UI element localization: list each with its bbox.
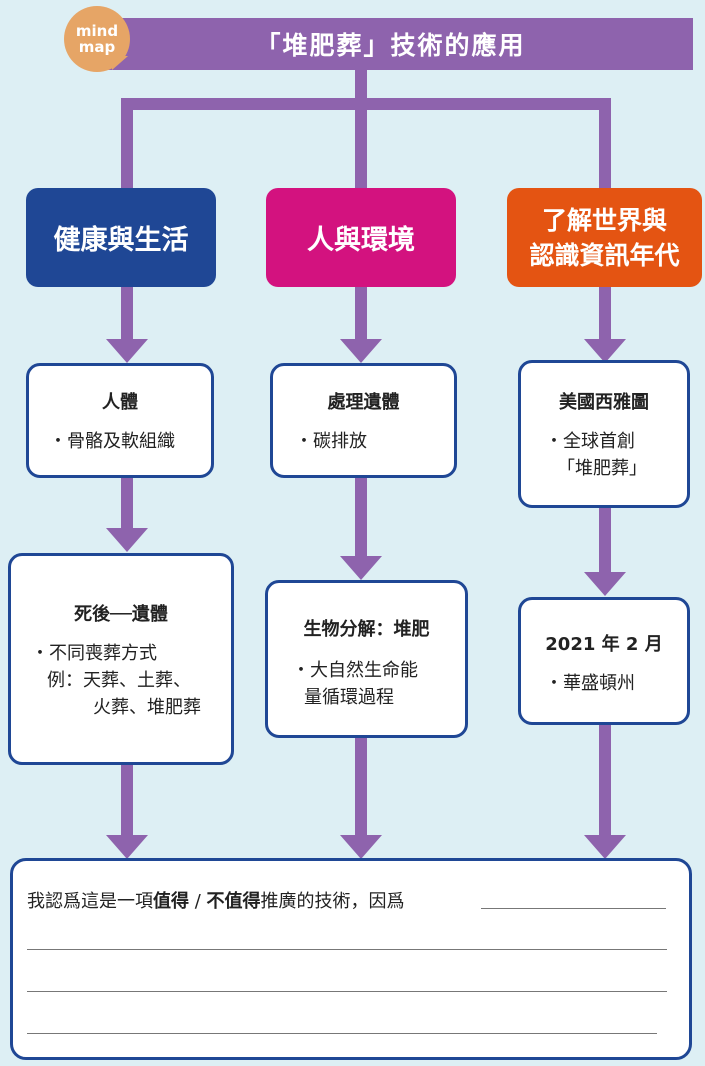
connector-right-drop	[599, 98, 611, 190]
node-biodegradation: 生物分解：堆肥 ・大自然生命能 量循環過程	[265, 580, 468, 738]
category-people-environment: 人與環境	[266, 188, 456, 287]
node-after-death: 死後──遺體 ・不同喪葬方式 例：天葬、土葬、 火葬、堆肥葬	[8, 553, 234, 765]
badge-text-map: map	[78, 38, 116, 56]
conclusion-prefix: 我認爲這是一項	[27, 891, 153, 912]
node-bullet: ・碳排放	[295, 431, 367, 452]
node-bullet-line2: 量循環過程	[304, 687, 394, 708]
title-bar: 「堆肥葬」技術的應用	[88, 18, 693, 70]
connector-middle-drop	[355, 98, 367, 190]
arrow-head-7	[106, 835, 148, 859]
node-heading: 人體	[102, 392, 138, 413]
node-human-body: 人體 ・骨骼及軟組織	[26, 363, 214, 478]
option-slash: /	[194, 891, 201, 912]
arrow-head-4	[106, 528, 148, 552]
arrow-head-3	[584, 339, 626, 363]
node-bullet-line1: ・全球首創	[545, 431, 635, 452]
arrow-shaft-3	[599, 287, 611, 341]
category-label-line2: 認識資訊年代	[529, 240, 680, 270]
arrow-shaft-5	[355, 478, 367, 558]
mind-map-badge: mind map	[64, 6, 130, 72]
answer-line-1[interactable]	[481, 908, 666, 909]
category-health-life: 健康與生活	[26, 188, 216, 287]
node-bullet-line1: ・不同喪葬方式	[31, 643, 157, 664]
category-label: 健康與生活	[53, 225, 189, 256]
node-bullet: ・骨骼及軟組織	[49, 431, 175, 452]
node-bullet: ・華盛頓州	[545, 673, 635, 694]
category-world-information: 了解世界與 認識資訊年代	[507, 188, 702, 287]
node-date: 2021 年 2 月 ・華盛頓州	[518, 597, 690, 725]
node-heading: 美國西雅圖	[559, 392, 649, 413]
connector-left-drop	[121, 98, 133, 190]
category-label: 人與環境	[307, 225, 415, 256]
badge-text-mind: mind	[75, 22, 119, 40]
arrow-shaft-8	[355, 738, 367, 837]
node-bullet-line1: ・大自然生命能	[292, 660, 418, 681]
answer-line-4[interactable]	[27, 1033, 657, 1034]
arrow-shaft-7	[121, 765, 133, 837]
conclusion-suffix: 推廣的技術，因爲	[260, 891, 405, 912]
node-bullet-line2: 例：天葬、土葬、	[47, 670, 191, 691]
arrow-shaft-6	[599, 508, 611, 574]
arrow-head-2	[340, 339, 382, 363]
node-seattle: 美國西雅圖 ・全球首創 「堆肥葬」	[518, 360, 690, 508]
page-title: 「堆肥葬」技術的應用	[255, 31, 526, 60]
arrow-head-5	[340, 556, 382, 580]
node-heading: 處理遺體	[327, 392, 400, 413]
arrow-head-8	[340, 835, 382, 859]
node-heading: 2021 年 2 月	[545, 634, 663, 655]
category-label-line1: 了解世界與	[541, 205, 667, 235]
node-bullet-line3: 火葬、堆肥葬	[93, 697, 201, 718]
arrow-head-9	[584, 835, 626, 859]
conclusion-box: 我認爲這是一項值得 / 不值得推廣的技術，因爲	[10, 858, 692, 1060]
node-heading: 生物分解：堆肥	[303, 619, 430, 640]
arrow-head-1	[106, 339, 148, 363]
node-handling-remains: 處理遺體 ・碳排放	[270, 363, 457, 478]
connector-trunk	[355, 70, 367, 100]
arrow-shaft-4	[121, 478, 133, 530]
arrow-shaft-9	[599, 725, 611, 837]
conclusion-sentence: 我認爲這是一項值得 / 不值得推廣的技術，因爲	[27, 887, 405, 913]
arrow-shaft-1	[121, 287, 133, 341]
node-bullet-line2: 「堆肥葬」	[557, 458, 647, 479]
answer-line-2[interactable]	[27, 949, 667, 950]
arrow-head-6	[584, 572, 626, 596]
option-worth[interactable]: 值得	[153, 891, 189, 912]
answer-line-3[interactable]	[27, 991, 667, 992]
arrow-shaft-2	[355, 287, 367, 341]
node-heading: 死後──遺體	[74, 604, 168, 625]
option-not-worth[interactable]: 不值得	[206, 891, 261, 912]
